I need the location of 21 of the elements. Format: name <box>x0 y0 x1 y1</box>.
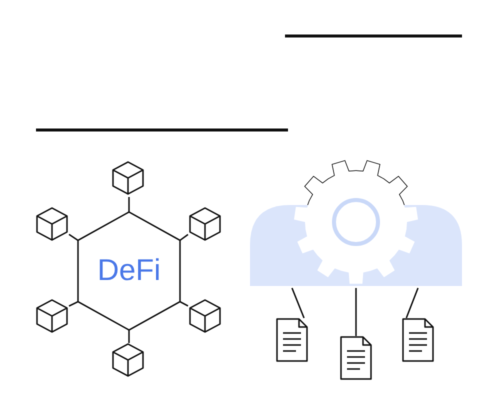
cube-icon <box>188 207 222 241</box>
connector-line <box>128 330 130 343</box>
cube-icon <box>35 207 69 241</box>
connector-line <box>180 234 188 241</box>
connector-line <box>68 301 78 307</box>
connector-line <box>128 197 130 212</box>
cube-icon <box>35 299 69 333</box>
hexagon-node <box>78 212 180 330</box>
cloud-gear-drawing <box>250 160 462 286</box>
cube-icon <box>111 161 145 195</box>
connector-line <box>355 288 357 336</box>
document-icon <box>340 336 372 380</box>
cube-icon <box>188 299 222 333</box>
connector-line <box>291 288 305 318</box>
document-icon <box>402 318 434 362</box>
node-label: DeFi <box>96 254 162 288</box>
cube-icon <box>111 343 145 377</box>
connector-line <box>180 301 188 307</box>
connector-line <box>406 288 419 318</box>
connector-line <box>68 234 78 241</box>
document-icon <box>276 318 308 362</box>
